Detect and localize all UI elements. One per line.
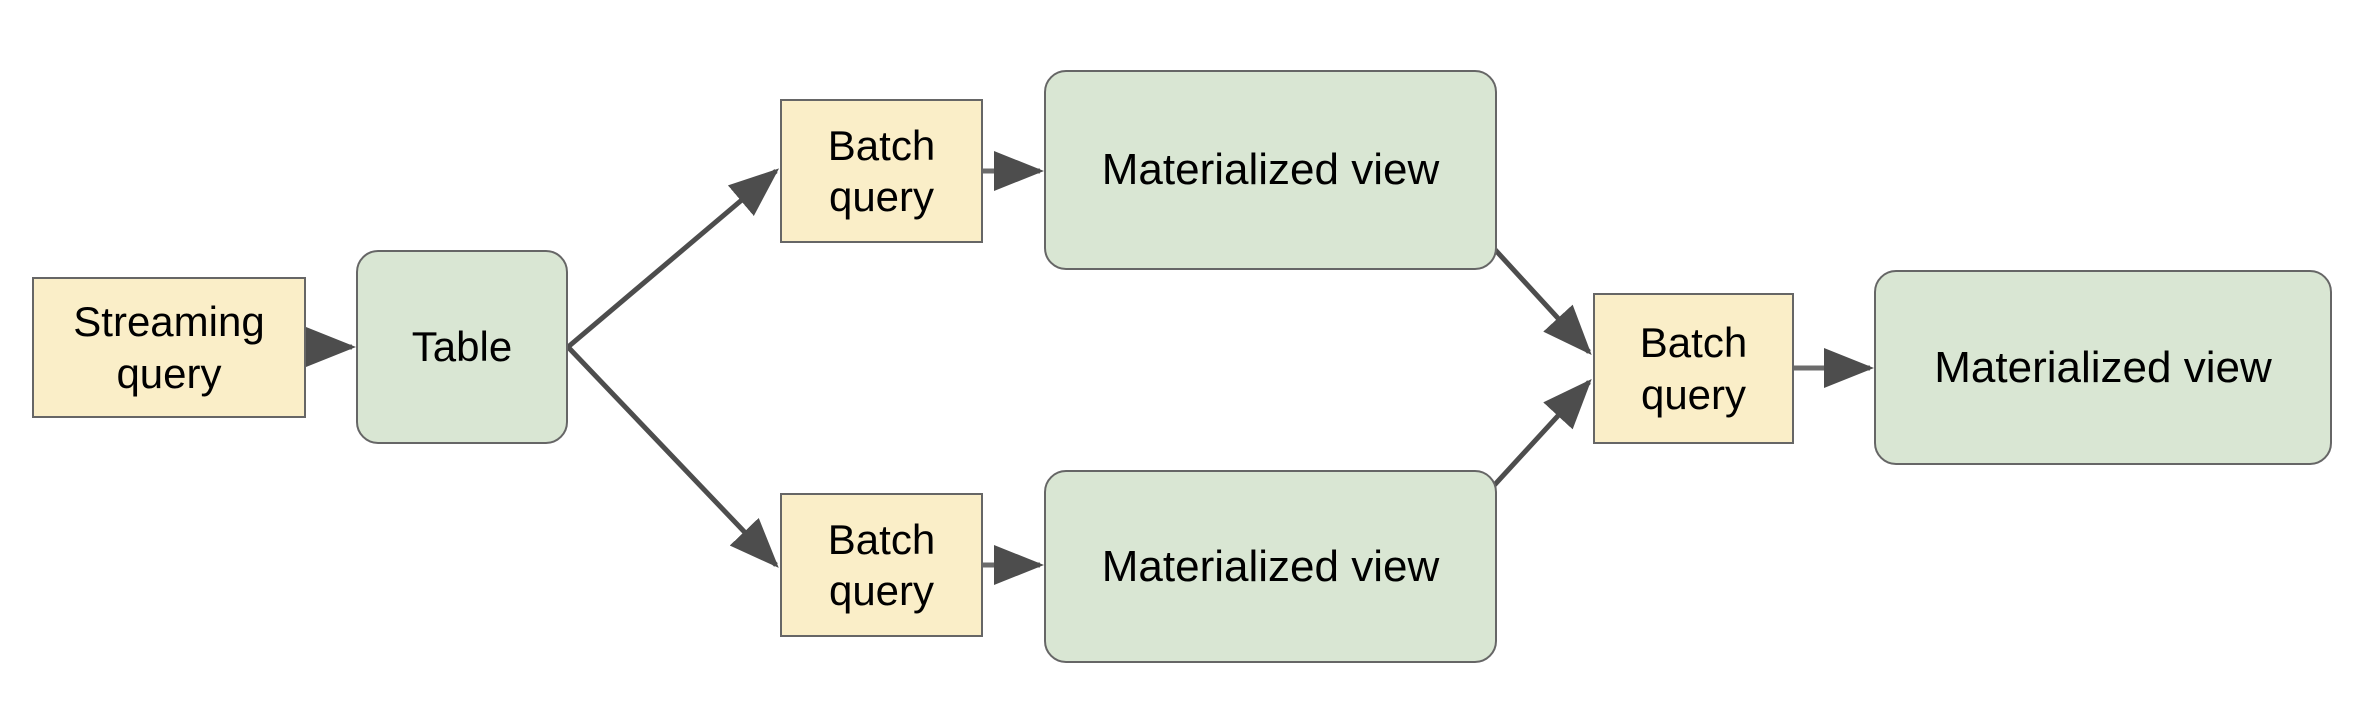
node-materialized-view-final[interactable]: Materialized view <box>1874 270 2332 465</box>
node-batch-query-bottom[interactable]: Batch query <box>780 493 983 637</box>
edge-table-to-batch-bottom <box>566 345 779 568</box>
node-batch-query-top[interactable]: Batch query <box>780 99 983 243</box>
node-materialized-view-bottom-label: Materialized view <box>1101 541 1440 591</box>
node-table[interactable]: Table <box>356 250 568 444</box>
node-streaming-query-label: Streaming query <box>73 298 265 397</box>
node-batch-query-join-label: Batch query <box>1639 319 1748 418</box>
node-materialized-view-bottom[interactable]: Materialized view <box>1044 470 1497 663</box>
node-batch-query-bottom-label: Batch query <box>827 515 936 614</box>
node-materialized-view-final-label: Materialized view <box>1934 342 2272 392</box>
node-streaming-query[interactable]: Streaming query <box>32 277 306 418</box>
node-materialized-view-top-label: Materialized view <box>1101 145 1440 195</box>
node-batch-query-join[interactable]: Batch query <box>1593 293 1794 444</box>
edge-table-to-batch-top <box>566 168 780 349</box>
node-batch-query-top-label: Batch query <box>827 121 936 220</box>
node-table-label: Table <box>411 323 513 371</box>
node-materialized-view-top[interactable]: Materialized view <box>1044 70 1497 270</box>
